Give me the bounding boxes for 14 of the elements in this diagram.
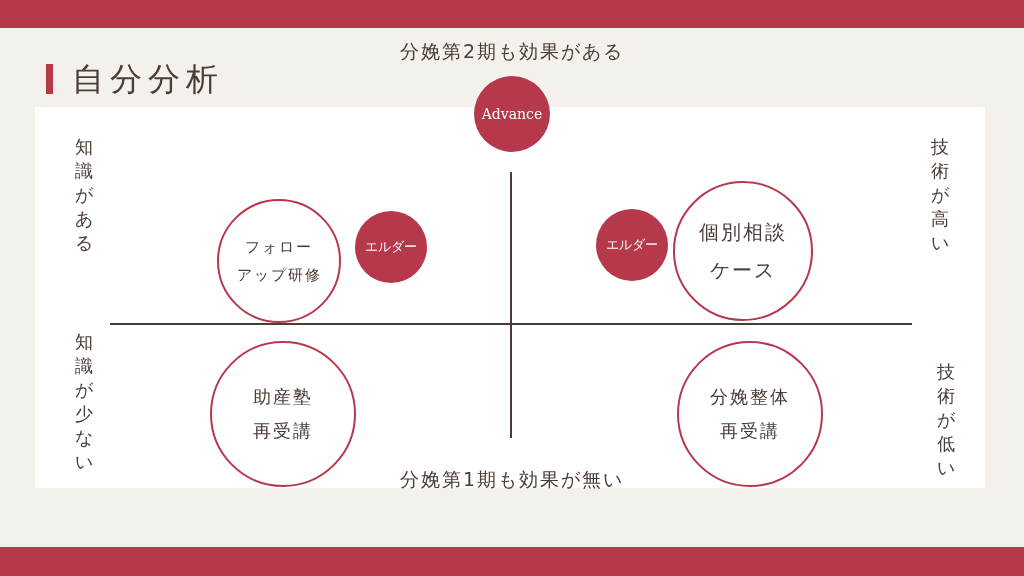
node-label: フォローアップ研修 [236, 236, 322, 286]
node-label: Advance [481, 104, 543, 124]
axis-label: 知識が少ない [74, 330, 94, 474]
axis-caption: 分娩第1期も効果が無い [399, 467, 625, 492]
node-label: エルダー [365, 237, 417, 256]
node-label: 個別相談ケース [699, 219, 787, 284]
node-label: 助産塾再受講 [253, 384, 313, 443]
axis-label: 技術が低い [936, 360, 956, 480]
title: 自分分析 [72, 59, 224, 100]
axis-label: 知識がある [74, 135, 94, 255]
axis-label: 技術が高い [930, 135, 950, 255]
node-label: エルダー [606, 235, 658, 254]
axis-caption: 分娩第2期も効果がある [399, 39, 625, 64]
node-label: 分娩整体再受講 [710, 384, 790, 443]
